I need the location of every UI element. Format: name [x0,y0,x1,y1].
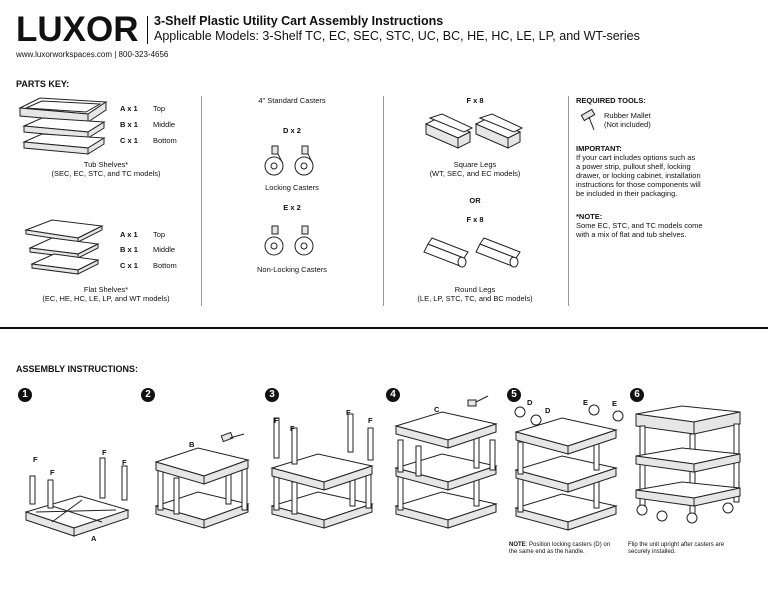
important-line-4: instructions for those components will [576,180,701,189]
tub-pos-top: Top [153,104,166,113]
step-1-label-f2: F [50,468,55,477]
contact-info: www.luxorworkspaces.com | 800-323-4656 [16,50,169,59]
note-line-1: Some EC, STC, and TC models come [576,221,703,230]
step-3-label-f3: F [346,408,351,417]
flat-shelves-illustration [24,219,104,275]
important-line-2: a power strip, pullout shelf, locking [576,162,691,171]
round-legs-models: (LE, LP, STC, TC, and BC models) [417,294,533,303]
step-3-label-f2: F [290,424,295,433]
tub-shelves-illustration [18,97,108,155]
step-5-label-e2: E [612,399,618,408]
locking-caster-illustration [264,145,314,176]
step-3-illustration [270,413,374,529]
note-heading: *NOTE: [576,212,603,221]
column-divider-2 [383,96,384,306]
step-5-illustration [514,404,624,531]
step-5-label-d2: D [545,406,551,415]
step-1-label-f1: F [33,455,38,464]
square-legs-qty: F x 8 [466,96,484,105]
step-4-illustration [394,395,498,529]
round-legs-label: Round Legs [454,285,496,294]
tub-pos-middle: Middle [153,120,176,129]
tub-caption: Tub Shelves* [83,160,129,169]
step-1-badge: 1 [18,388,32,402]
step-1-label-f3: F [102,448,107,457]
flat-qty-a: A x 1 [120,230,138,239]
flat-pos-top: Top [153,230,166,239]
tub-pos-bottom: Bottom [153,136,177,145]
step-2-badge: 2 [141,388,155,402]
rubber-mallet-icon [580,108,596,131]
document-title: 3-Shelf Plastic Utility Cart Assembly In… [154,14,444,28]
flat-qty-b: B x 1 [120,245,138,254]
column-divider-3 [568,96,569,306]
required-tools-heading: REQUIRED TOOLS: [576,96,646,105]
rubber-mallet-label: Rubber Mallet [604,111,651,120]
flat-models: (EC, HE, HC, LE, LP, and WT models) [42,294,170,303]
caster-d-qty: D x 2 [283,126,301,135]
section-divider [0,327,768,329]
flat-pos-middle: Middle [153,245,176,254]
round-legs-illustration [423,237,521,268]
flat-pos-bottom: Bottom [153,261,177,270]
assembly-heading: ASSEMBLY INSTRUCTIONS: [16,364,139,374]
flat-qty-c: C x 1 [120,261,138,270]
tub-qty-a: A x 1 [120,104,138,113]
step-1-illustration [24,457,130,537]
square-legs-label: Square Legs [453,160,497,169]
step-2-illustration [154,431,250,529]
step-5-badge: 5 [507,388,521,402]
column-divider-1 [201,96,202,306]
non-locking-caster-illustration [264,225,314,256]
important-line-5: be included in their packaging. [576,189,678,198]
step-6-illustration [635,405,741,524]
step-5-note-line-2: the same end as the handle. [509,549,585,555]
header-divider [147,16,148,44]
step-5-note-bold: NOTE [509,542,526,548]
square-legs-illustration [424,113,524,149]
important-line-1: If your cart includes options such as [576,153,696,162]
casters-title: 4" Standard Casters [258,96,326,105]
or-label: OR [469,196,481,205]
step-5-label-e1: E [583,398,589,407]
locking-casters-label: Locking Casters [265,183,319,192]
square-legs-models: (WT, SEC, and EC models) [429,169,521,178]
note-line-2: with a mix of flat and tub shelves. [576,230,687,239]
step-6-note-line-2: securely installed. [628,549,676,555]
tub-qty-c: C x 1 [120,136,138,145]
step-3-label-f1: F [274,416,279,425]
step-3-label-f4: F [368,416,373,425]
step-5-note: NOTE: Position locking casters (D) on [509,542,610,549]
tub-qty-b: B x 1 [120,120,138,129]
step-5-label-d1: D [527,398,533,407]
rubber-mallet-note: (Not included) [604,120,651,129]
step-1-label-f4: F [122,458,127,467]
step-6-badge: 6 [630,388,644,402]
step-1-label-a: A [91,534,97,543]
step-3-badge: 3 [265,388,279,402]
round-legs-qty: F x 8 [466,215,484,224]
step-4-label-c: C [434,405,440,414]
step-5-note-line-1: : Position locking casters (D) on [525,542,611,548]
step-4-badge: 4 [386,388,400,402]
parts-key-heading: PARTS KEY: [16,79,70,89]
caster-e-qty: E x 2 [283,203,301,212]
non-locking-casters-label: Non-Locking Casters [256,265,328,274]
step-6-note-line-1: Flip the unit upright after casters are [628,542,725,548]
flat-caption: Flat Shelves* [83,285,129,294]
step-2-label-b: B [189,440,195,449]
important-line-3: drawer, or locking cabinet, installation [576,171,701,180]
luxor-logo: LUXOR [16,10,139,49]
tub-models: (SEC, EC, STC, and TC models) [51,169,161,178]
applicable-models: Applicable Models: 3-Shelf TC, EC, SEC, … [154,29,640,43]
important-heading: IMPORTANT: [576,144,622,153]
